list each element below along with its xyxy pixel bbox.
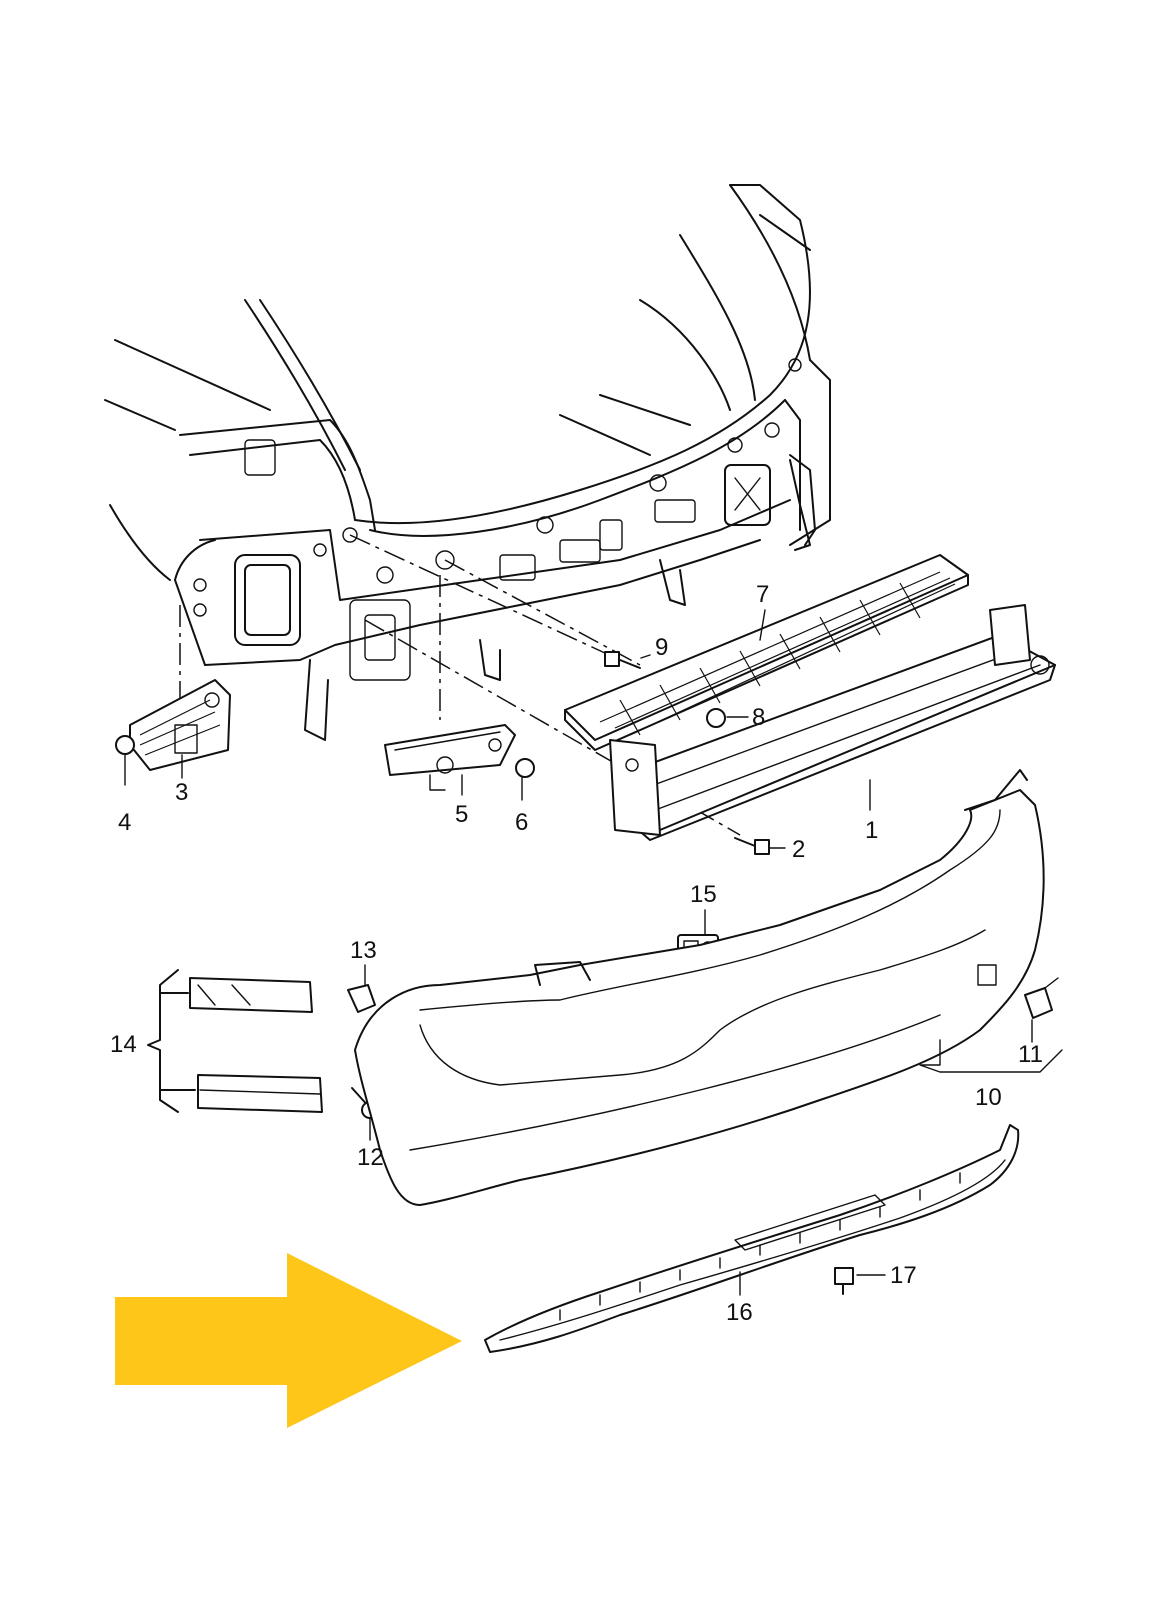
part-14-trim-strips <box>147 969 323 1113</box>
part-17-clip-nut-icon <box>834 1267 854 1295</box>
callout-15: 15 <box>690 881 717 908</box>
callout-labels: 1 2 3 4 5 6 7 8 9 10 11 12 13 14 15 16 1… <box>110 581 1043 1326</box>
callout-10: 10 <box>975 1084 1002 1111</box>
callout-16: 16 <box>726 1299 753 1326</box>
callout-11: 11 <box>1018 1041 1043 1068</box>
part-6-nut-icon <box>515 758 535 778</box>
callout-1: 1 <box>865 817 878 844</box>
part-4-nut-icon <box>115 735 135 755</box>
callout-8: 8 <box>752 704 765 731</box>
part-13-clip-icon <box>347 984 376 1013</box>
part-5-guide-bracket <box>384 724 516 791</box>
callout-5: 5 <box>455 801 468 828</box>
part-1-bumper-beam <box>609 604 1056 841</box>
part-8-nut-icon <box>706 708 726 728</box>
direction-arrow-icon <box>115 1253 462 1428</box>
part-11-cover-cap <box>1024 977 1059 1019</box>
callout-12: 12 <box>357 1144 384 1171</box>
callout-4: 4 <box>118 809 131 836</box>
callout-9: 9 <box>655 634 668 661</box>
callout-17: 17 <box>890 1262 917 1289</box>
callout-2: 2 <box>792 836 805 863</box>
leader-lines <box>124 609 1063 1296</box>
part-7-energy-absorber <box>564 554 969 751</box>
part-2-bolt-icon <box>734 837 770 855</box>
callout-7: 7 <box>756 581 769 608</box>
part-9-bolt-icon <box>604 651 641 669</box>
rear-body-panel <box>104 184 831 741</box>
callout-3: 3 <box>175 779 188 806</box>
part-10-bumper-cover <box>354 769 1045 1206</box>
callout-13: 13 <box>350 937 377 964</box>
callout-6: 6 <box>515 809 528 836</box>
callout-14: 14 <box>110 1031 137 1058</box>
part-16-lower-spoiler <box>484 1124 1020 1353</box>
